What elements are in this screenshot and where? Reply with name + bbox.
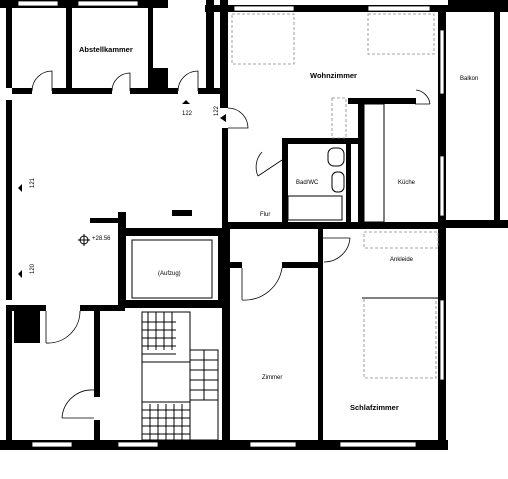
wall-left-upper (6, 0, 12, 88)
label-axis-121: 121 (30, 177, 36, 188)
wall-lift-bottom (118, 300, 226, 308)
door-swing-1 (31, 70, 53, 92)
wall-lift-left (118, 228, 126, 308)
wall-left-mid (6, 100, 12, 300)
window-bottom-2 (117, 441, 159, 448)
wall-lower-left-divider (94, 311, 100, 397)
wall-lower-left-top (12, 305, 46, 311)
bed-outline (363, 297, 437, 379)
doors (31, 70, 431, 419)
wall-kitchen-left (358, 98, 364, 226)
wall-lift-right (218, 228, 226, 308)
wall-zimmer-top-a (228, 262, 242, 268)
wall-lower-left-divider-b (94, 420, 100, 450)
label-axis-122-b: 122 (214, 105, 220, 116)
label-wohnzimmer: Wohnzimmer (310, 71, 357, 80)
wall-bottom (0, 440, 448, 450)
window-bottom-3 (249, 441, 297, 448)
lift-inner (131, 239, 213, 299)
label-bad-wc: Bad/WC (296, 180, 319, 186)
door-swing-9 (45, 310, 81, 344)
door-swing-10 (61, 389, 95, 419)
label-level: +28.56 (92, 236, 111, 242)
wall-upper-divider-4 (198, 88, 224, 94)
wall-lower-left-pillar (14, 311, 40, 343)
door-swing-7 (241, 267, 283, 301)
label-axis-122-a: 122 (182, 111, 193, 117)
wall-central-mid (222, 128, 228, 228)
label-balkon: Balkon (460, 76, 478, 82)
axis-marker-121 (18, 184, 22, 192)
label-flur: Flur (260, 212, 270, 218)
door-swing-6 (415, 89, 431, 105)
label-abstellkammer: Abstellkammer (79, 45, 133, 54)
axis-marker-122-a (182, 100, 190, 104)
window-right-2 (439, 155, 445, 217)
wall-lower-left-top-b (80, 305, 125, 311)
wall-kitchen-top (348, 98, 416, 104)
wall-upper-divider-2 (52, 88, 112, 94)
wall-lift-top (118, 212, 126, 232)
wall-hall-divider-b (172, 210, 192, 216)
label-kueche: Küche (398, 180, 416, 186)
label-schlafzimmer: Schlafzimmer (350, 403, 399, 412)
label-axis-120: 120 (30, 263, 36, 274)
wall-left-top-right (206, 0, 214, 88)
axis-marker-122-b (220, 114, 226, 122)
wall-central-lower (222, 228, 230, 450)
wall-top-right (205, 5, 508, 12)
kitchen-counter (363, 103, 385, 223)
window-right-3 (439, 299, 445, 381)
window-bottom-1 (31, 441, 73, 448)
wall-upper-divider-3 (130, 88, 178, 94)
door-swing-4 (227, 107, 249, 129)
label-ankleide: Ankleide (390, 257, 414, 263)
window-top-3 (233, 5, 295, 12)
label-zimmer: Zimmer (262, 375, 282, 381)
wall-abstell-left (66, 0, 72, 88)
door-swing-8 (323, 237, 351, 263)
window-bottom-4 (339, 441, 417, 448)
axis-marker-120 (18, 270, 22, 278)
door-swing-5 (255, 151, 283, 177)
wardrobe-outline (363, 231, 439, 249)
door-swing-3 (177, 70, 199, 92)
wall-abstell-block (148, 68, 168, 90)
counter-outline (331, 97, 347, 139)
wall-balcony-right (494, 10, 500, 228)
wall-zimmer-top-b (282, 262, 322, 268)
window-top-4 (367, 5, 431, 12)
wall-upper-divider-1 (12, 88, 32, 94)
wall-balcony-bottom (438, 220, 508, 228)
wall-bath-inner (346, 144, 351, 226)
wall-zimmer-right (318, 229, 323, 450)
wall-left-lower (6, 305, 12, 450)
wall-hall-divider-a (90, 218, 120, 223)
wall-central-upper (220, 0, 228, 108)
wall-bath-left (282, 138, 288, 226)
wall-abstell-right (148, 0, 153, 88)
sink (331, 171, 345, 193)
window-top-2 (77, 0, 139, 7)
sofa-outline (231, 13, 295, 65)
wall-flur-bottom (228, 222, 442, 229)
bathtub (287, 195, 343, 221)
staircase (141, 311, 219, 441)
table-outline (367, 13, 435, 55)
wall-top-right-edge (448, 0, 508, 6)
toilet (327, 147, 345, 167)
door-swing-2 (111, 72, 131, 92)
wall-lift-outer (118, 228, 224, 236)
wall-bath-top (282, 138, 358, 144)
label-aufzug: (Aufzug) (158, 271, 181, 277)
furniture (231, 13, 439, 379)
window-top-1 (17, 0, 59, 7)
window-right-1 (439, 29, 445, 95)
